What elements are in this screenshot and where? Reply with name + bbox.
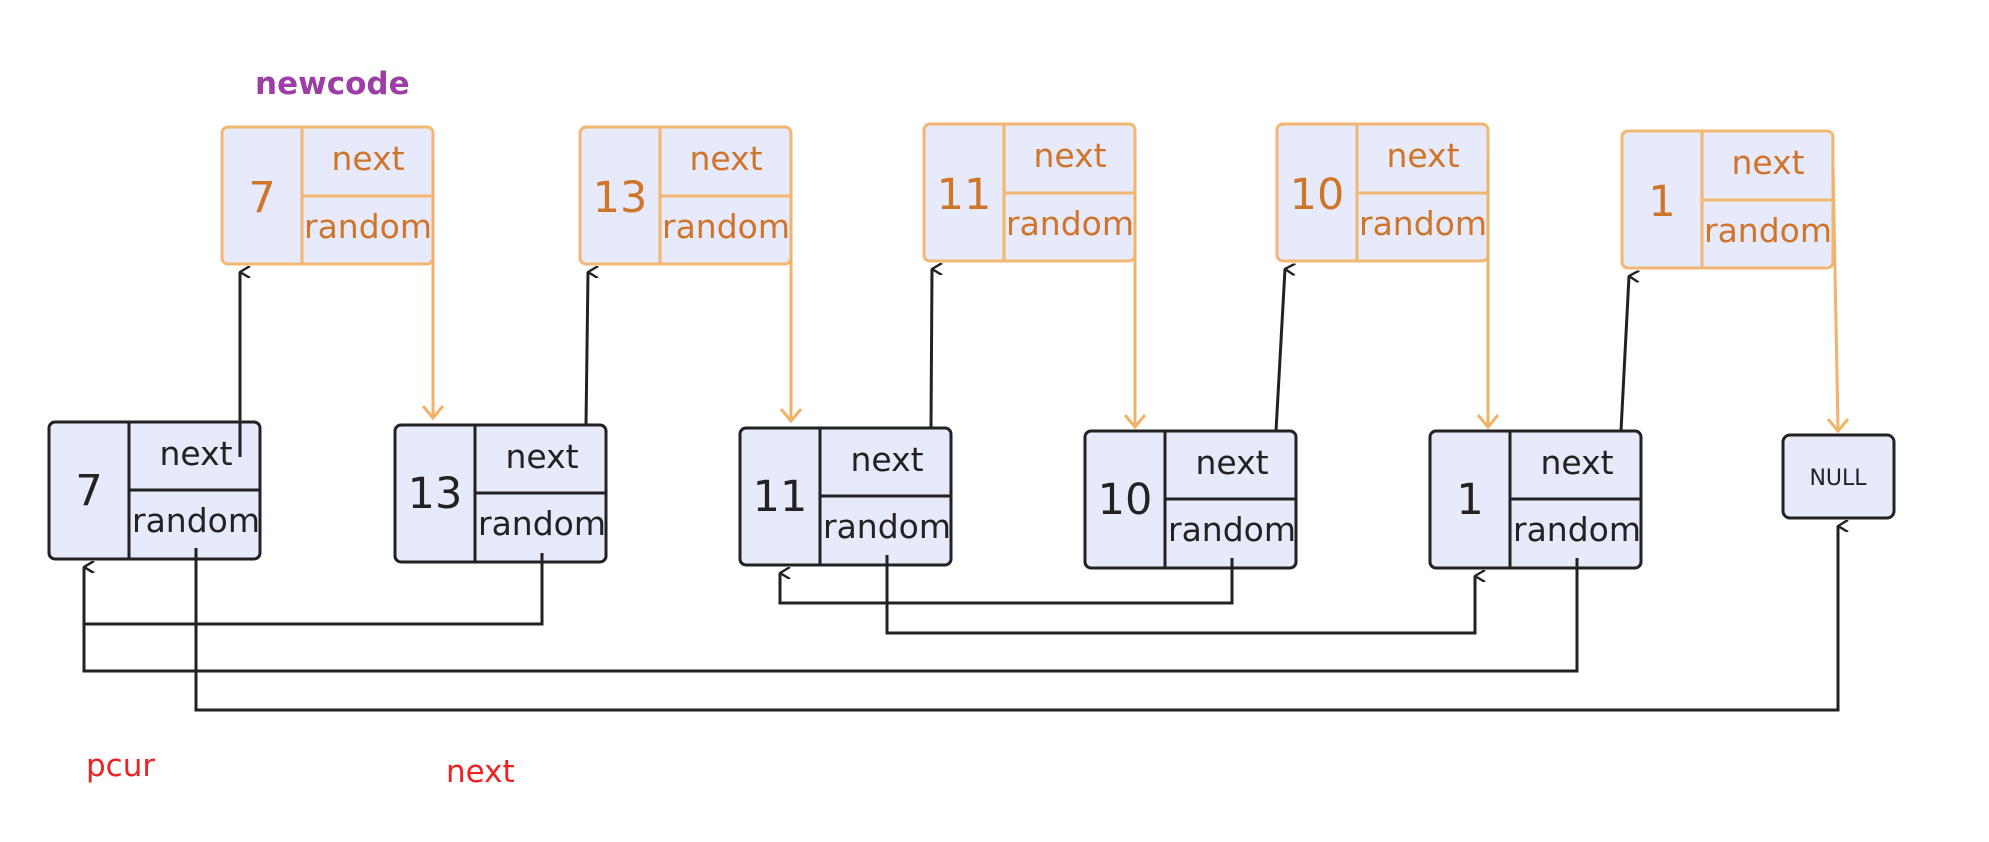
next-label: next (850, 440, 923, 479)
link-arrow (1619, 276, 1629, 432)
link-arrow (1274, 269, 1285, 432)
copy-random-label: random (1704, 211, 1832, 250)
random-link-1-to-7 (82, 558, 1579, 673)
copy-next-label: next (689, 139, 762, 178)
copy-next-label: next (1386, 136, 1459, 175)
arrow-head (779, 408, 803, 424)
random-link-13-to-7 (82, 553, 544, 626)
original-node-1: 1 next random (1428, 429, 1643, 570)
copy-random-label: random (662, 207, 790, 246)
copy-random-label: random (1006, 204, 1134, 243)
copy-node-11: 11 next random (922, 122, 1137, 263)
copy-to-original-links (421, 158, 1850, 434)
arrow-head (1476, 414, 1500, 430)
original-node-11: 11 next random (738, 426, 953, 567)
original-node-7: 7 next random (47, 420, 262, 561)
original-node-10: 10 next random (1083, 429, 1298, 570)
random-label: random (132, 501, 260, 540)
random-label: random (1513, 510, 1641, 549)
node-value: 7 (75, 466, 102, 516)
next-label: next (159, 434, 232, 473)
copy-next-label: next (1033, 136, 1106, 175)
random-label: random (823, 507, 951, 546)
node-value: 1 (1456, 475, 1483, 525)
copy-node-7: 7 next random (220, 125, 435, 266)
random-label: random (478, 504, 606, 543)
link-arrow (1831, 164, 1840, 430)
random-link-10-to-11 (778, 558, 1234, 605)
arrow-head (421, 405, 445, 421)
node-value: 13 (408, 469, 463, 519)
link-arrow (929, 269, 932, 429)
copy-node-value: 13 (593, 173, 648, 223)
null-label: NULL (1809, 466, 1867, 491)
original-node-13: 13 next random (393, 423, 608, 564)
next-label: next (1195, 443, 1268, 482)
next-pointer-label: next (446, 754, 515, 790)
random-link-11-to-1 (885, 555, 1475, 635)
copy-node-value: 1 (1648, 177, 1675, 227)
node-value: 11 (753, 472, 808, 522)
copy-node-value: 10 (1290, 170, 1345, 220)
link-arrow (584, 272, 588, 426)
copy-node-10: 10 next random (1275, 122, 1490, 263)
pcur-label: pcur (86, 748, 156, 784)
newcode-label: newcode (255, 66, 410, 102)
copy-node-value: 11 (937, 170, 992, 220)
copy-node-13: 13 next random (578, 125, 793, 266)
random-link-7-to-null (194, 526, 1838, 712)
copy-random-label: random (1359, 204, 1487, 243)
next-label: next (1540, 443, 1613, 482)
random-label: random (1168, 510, 1296, 549)
copy-random-label: random (304, 207, 432, 246)
random-links (82, 526, 1838, 712)
copy-next-label: next (331, 139, 404, 178)
node-value: 10 (1098, 475, 1153, 525)
copy-node-value: 7 (248, 173, 275, 223)
arrow-head (1826, 418, 1850, 434)
original-to-copy-links (238, 269, 1629, 457)
copy-next-label: next (1731, 143, 1804, 182)
null-node: NULL (1781, 433, 1896, 520)
arrow-head (1123, 414, 1147, 430)
next-label: next (505, 437, 578, 476)
copy-node-1: 1 next random (1620, 129, 1835, 270)
